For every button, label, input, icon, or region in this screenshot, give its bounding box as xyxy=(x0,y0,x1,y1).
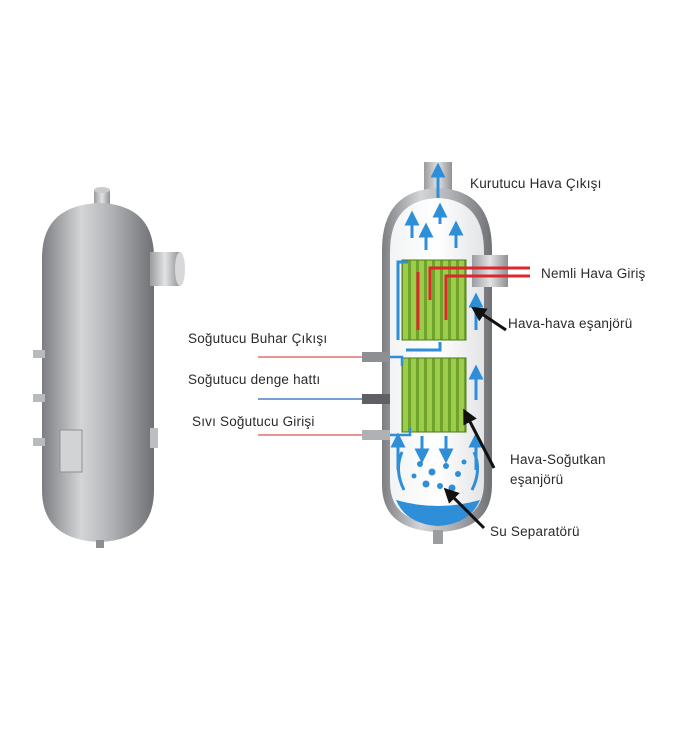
cutaway-air-inlet xyxy=(472,255,508,287)
pointer-air-air xyxy=(471,306,507,332)
bottom-drain xyxy=(96,540,104,548)
liquid-inlet-stub xyxy=(362,430,390,440)
pointer-water-separator xyxy=(443,487,486,530)
vessel-exterior xyxy=(33,187,185,548)
label-liquid-refrigerant-inlet: Sıvı Soğutucu Girişi xyxy=(192,414,315,429)
cold-air-flow xyxy=(390,162,484,491)
vessel-body xyxy=(42,203,154,542)
water-pool xyxy=(396,500,480,526)
hot-air-flow xyxy=(416,266,530,330)
cutaway-drain xyxy=(433,530,443,544)
side-bracket xyxy=(150,428,158,448)
air-refrigerant-exchanger-coil xyxy=(401,357,467,433)
label-air-refrigerant-exchanger-line2: eşanjörü xyxy=(510,472,564,487)
vessel-cutaway xyxy=(362,162,530,544)
stub-balance xyxy=(33,394,45,402)
label-refrigerant-vapor-outlet: Soğutucu Buhar Çıkışı xyxy=(188,331,328,346)
pointer-air-refrigerant xyxy=(463,408,496,469)
label-air-refrigerant-exchanger-line1: Hava-Soğutkan xyxy=(510,452,606,467)
stub-liquid xyxy=(33,438,45,446)
vapor-outlet-stub xyxy=(362,352,390,362)
label-refrigerant-balance-line: Soğutucu denge hattı xyxy=(188,372,321,387)
label-dry-air-outlet: Kurutucu Hava Çıkışı xyxy=(470,176,602,191)
air-air-exchanger-coil xyxy=(401,259,467,341)
label-air-air-exchanger: Hava-hava eşanjörü xyxy=(508,316,633,331)
balance-line-stub xyxy=(362,394,390,404)
name-plate xyxy=(59,429,83,473)
label-humid-air-inlet: Nemli Hava Giriş xyxy=(541,266,646,281)
label-water-separator: Su Separatörü xyxy=(490,524,580,539)
liquid-internal-pipe xyxy=(390,428,412,437)
stub-vapor xyxy=(33,350,45,358)
vapor-internal-pipe xyxy=(390,355,404,366)
